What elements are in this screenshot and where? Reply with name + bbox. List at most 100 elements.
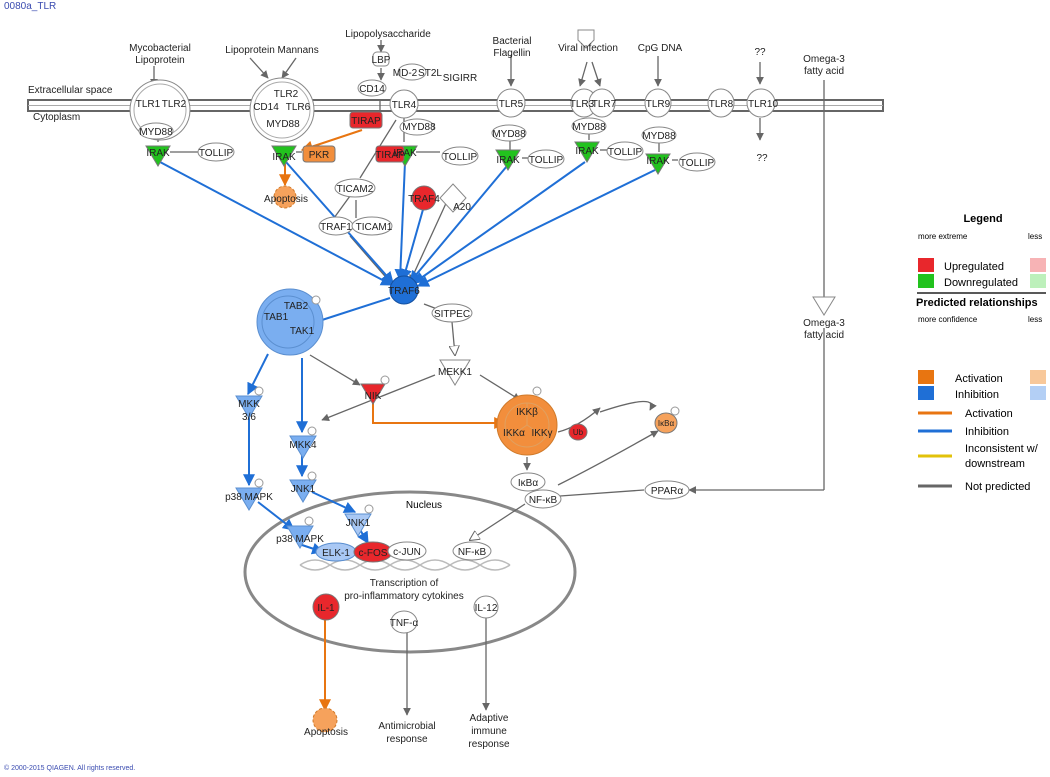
node-label: NF-κB xyxy=(458,547,487,558)
tollip-node[interactable] xyxy=(441,146,479,166)
legend-line-activation-label: Activation xyxy=(965,408,1013,420)
node-label: MYD88 xyxy=(642,131,676,142)
nucleus-label: Nucleus xyxy=(406,500,442,511)
tollip-node[interactable] xyxy=(606,141,644,161)
edge xyxy=(321,374,436,422)
node-label: TIRAP xyxy=(375,150,405,161)
tirap-red-node[interactable] xyxy=(375,145,405,163)
legend-more-confidence: more confidence xyxy=(918,315,978,324)
ligand-label: Mycobacterial xyxy=(129,43,191,54)
dna-helix xyxy=(299,559,511,571)
node-label: CD14 xyxy=(359,84,385,95)
myd88-node[interactable] xyxy=(641,126,677,144)
irak-node[interactable] xyxy=(271,145,297,167)
apoptosis-outcome-node[interactable] xyxy=(312,707,338,733)
node-label: TOLLIP xyxy=(529,155,564,166)
jnk1-nuclear-node[interactable] xyxy=(344,513,372,537)
myd88-node[interactable] xyxy=(138,122,174,140)
legend-activation-strong xyxy=(918,370,934,384)
legend-upregulated: Upregulated xyxy=(944,261,1004,273)
tab1-tab2-tak1-complex[interactable] xyxy=(256,288,324,356)
node-label: TLR4 xyxy=(392,100,417,111)
edge xyxy=(578,61,588,87)
node-label: fatty acid xyxy=(804,330,844,341)
legend: Legend more extreme less Upregulated Dow… xyxy=(916,213,1046,493)
ub-node[interactable] xyxy=(568,423,588,441)
nfkb-cytoplasm-node[interactable] xyxy=(524,489,562,509)
nfkb-nuclear-node[interactable] xyxy=(452,541,492,561)
p38-mapk-node[interactable] xyxy=(235,487,263,511)
node-label: NF-κB xyxy=(529,495,558,506)
edge xyxy=(470,503,526,540)
legend-inhibition-strong xyxy=(918,386,934,400)
node-label: IRAK xyxy=(146,148,170,159)
ticam2-node[interactable] xyxy=(334,178,376,198)
tollip-node[interactable] xyxy=(527,149,565,169)
ikba-node[interactable] xyxy=(510,472,546,492)
mkk36-node[interactable] xyxy=(235,395,263,419)
node-label: SIGIRR xyxy=(443,73,477,84)
irak-node[interactable] xyxy=(145,145,171,167)
ticam1-node[interactable] xyxy=(351,216,393,236)
p38-nuclear-node[interactable] xyxy=(286,525,314,549)
traf4-node[interactable] xyxy=(411,185,437,211)
legend-line-inconsistent-label2: downstream xyxy=(965,458,1025,470)
legend-less: less xyxy=(1028,315,1042,324)
node-label: TAB2 xyxy=(284,301,309,312)
omega3-node[interactable] xyxy=(812,296,836,316)
mekk1-node[interactable] xyxy=(439,359,471,386)
edge xyxy=(416,169,656,287)
myd88-node[interactable] xyxy=(571,117,607,135)
tnf-alpha-node[interactable] xyxy=(390,610,418,634)
cjun-node[interactable] xyxy=(387,541,427,561)
edge xyxy=(372,403,507,429)
ikk-complex[interactable] xyxy=(496,394,558,456)
node-label: TNF-α xyxy=(390,618,419,629)
tollip-node[interactable] xyxy=(197,142,235,162)
irak-node[interactable] xyxy=(645,153,671,175)
tlr2-cd14-tlr6-complex[interactable] xyxy=(249,77,315,143)
edge xyxy=(257,501,295,531)
node-label: ?? xyxy=(756,153,768,164)
edge xyxy=(557,407,601,433)
sitpec-node[interactable] xyxy=(431,303,473,323)
edge xyxy=(247,353,269,396)
node-label: Apoptosis xyxy=(264,194,308,205)
ppar-alpha-node[interactable] xyxy=(644,480,690,500)
node-label: NIK xyxy=(365,391,382,402)
node-label: MD-2 xyxy=(393,68,418,79)
jnk1-node[interactable] xyxy=(289,479,317,503)
legend-activation: Activation xyxy=(955,373,1003,385)
il12-node[interactable] xyxy=(473,595,499,619)
apoptosis-node[interactable] xyxy=(273,185,297,209)
node-label: SITPEC xyxy=(434,309,470,320)
legend-activation-weak xyxy=(1030,370,1046,384)
edge xyxy=(557,430,659,486)
node-label: TLR3 xyxy=(570,99,595,110)
node-label: IRAK xyxy=(646,156,670,167)
node-label: IκBα xyxy=(658,419,675,428)
irak-node[interactable] xyxy=(574,141,600,163)
traf6-node[interactable] xyxy=(389,275,419,305)
pkr-node[interactable] xyxy=(302,145,336,163)
node-label: TLR5 xyxy=(499,99,524,110)
outcome-label: Apoptosis xyxy=(304,727,348,738)
edge xyxy=(409,165,508,283)
tirap-node[interactable] xyxy=(349,111,383,129)
cd14-shape xyxy=(357,79,387,97)
node-label: TOLLIP xyxy=(608,147,643,158)
a20-node[interactable] xyxy=(439,183,467,213)
irak-node[interactable] xyxy=(495,149,521,171)
ikba-phospho-node[interactable] xyxy=(654,412,678,434)
ligand-label: Lipoprotein Mannans xyxy=(225,45,318,56)
myd88-node[interactable] xyxy=(491,124,527,142)
myd88-node[interactable] xyxy=(399,118,435,136)
viral-shape xyxy=(577,29,595,49)
tlr5-shape xyxy=(496,88,526,118)
mkk4-node[interactable] xyxy=(289,435,317,459)
node-label: TLR9 xyxy=(646,99,671,110)
il1-node[interactable] xyxy=(312,593,340,621)
nik-node[interactable] xyxy=(360,383,386,405)
ligand-label: Omega-3 xyxy=(803,54,845,65)
tollip-node[interactable] xyxy=(678,152,716,172)
